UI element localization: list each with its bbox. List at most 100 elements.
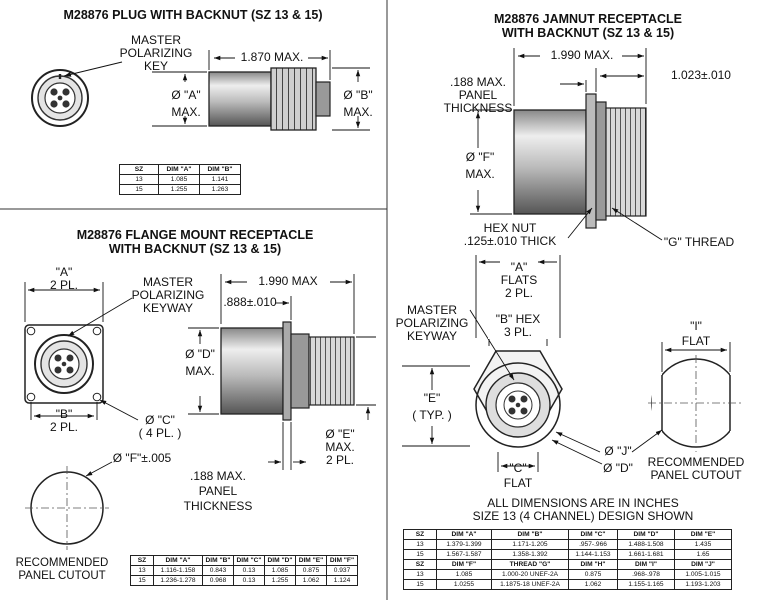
jamfront-master-keyway-label: MASTER POLARIZING KEYWAY (392, 303, 472, 344)
table-cell: 13 (130, 565, 154, 576)
jamnut-offset-dim: 1.023±.010 (671, 68, 731, 82)
jamnut-dim-table: SZ DIM "A" DIM "B" DIM "C" DIM "D" DIM "… (403, 529, 732, 590)
table-header-cell: DIM "A" (153, 555, 203, 566)
table-header-cell: DIM "H" (568, 559, 618, 570)
jamnut-hexnut-line1: HEX NUT (483, 221, 537, 235)
table-header-row: SZ DIM "A" DIM "B" DIM "C" DIM "D" DIM "… (403, 529, 732, 540)
jamfront-dim-b: "B" HEX 3 PL. (488, 312, 548, 340)
flange-dim-c-value: Ø "C" (145, 413, 175, 427)
table-header-cell: SZ (119, 164, 159, 175)
flange-panel-thickness: .188 MAX. PANEL THICKNESS (178, 469, 258, 514)
table-cell: 1.085 (264, 565, 296, 576)
jamnut-front-view (473, 350, 563, 448)
table-header-cell: DIM "A" (158, 164, 200, 175)
plug-dim-b: Ø "B" MAX. (334, 88, 382, 120)
flange-dim-d: Ø "D" MAX. (176, 347, 224, 379)
table-cell: 13 (403, 569, 437, 580)
table-header-cell: DIM "F" (326, 555, 358, 566)
table-header-cell: DIM "D" (617, 529, 675, 540)
table-cell: 1.0255 (436, 579, 492, 590)
table-cell: 13 (119, 174, 159, 185)
flange-dim-table: SZ DIM "A" DIM "B" DIM "C" DIM "D" DIM "… (130, 555, 358, 586)
jamfront-keyway-line1: MASTER (406, 303, 457, 317)
jamfront-dim-d: Ø "D" (603, 461, 633, 475)
table-header-cell: DIM "B" (199, 164, 241, 175)
plug-dim-b-max: MAX. (343, 105, 373, 120)
table-row: 15 1.0255 1.1875-18 UNEF-2A 1.062 1.155-… (403, 579, 732, 590)
jamfront-dim-a: "A" FLATS 2 PL. (494, 260, 544, 301)
jamfront-dim-i-value: "I" (690, 319, 702, 333)
jamnut-title-line1: M28876 JAMNUT RECEPTACLE (493, 12, 682, 26)
table-cell: 1.144-1.153 (568, 549, 618, 560)
table-cell: .957-.966 (568, 539, 618, 550)
jamnut-panel-line3: THICKNESS (443, 101, 513, 116)
table-cell: 0.13 (233, 575, 265, 586)
jamfront-dim-c-flat: FLAT (503, 476, 533, 491)
jamfront-dim-a-flats: FLATS (500, 273, 538, 288)
flange-title: M28876 FLANGE MOUNT RECEPTACLE WITH BACK… (60, 228, 330, 257)
table-cell: 1.255 (264, 575, 296, 586)
plug-front-view (31, 69, 89, 127)
flange-keyway-line1: MASTER (142, 275, 193, 289)
flange-offset-dim: .888±.010 (223, 295, 277, 309)
plug-dim-table: SZ DIM "A" DIM "B" 13 1.085 1.141 15 1.2… (119, 164, 241, 195)
flange-dim-a-count: 2 PL. (49, 278, 79, 293)
plug-dim-a-max: MAX. (171, 105, 201, 120)
jamfront-dim-i: "I" FLAT (678, 319, 714, 348)
table-header-row: SZ DIM "A" DIM "B" DIM "C" DIM "D" DIM "… (130, 555, 358, 566)
table-cell: 1.062 (295, 575, 327, 586)
jamfront-cutout-line1: RECOMMENDED (647, 455, 745, 469)
table-cell: 1.263 (199, 184, 241, 195)
jamnut-length-dim: 1.990 MAX. (550, 48, 614, 62)
flange-dim-e-max: MAX. (325, 440, 355, 455)
flange-dim-d-max: MAX. (185, 364, 215, 379)
flange-dim-a: "A" 2 PL. (42, 265, 86, 293)
flange-side-view (220, 321, 355, 421)
plug-master-key-label: MASTER POLARIZING KEY (118, 33, 194, 74)
dimension-notes: ALL DIMENSIONS ARE IN INCHES SIZE 13 (4 … (470, 496, 696, 523)
table-cell: 13 (403, 539, 437, 550)
jamnut-hexnut-label: HEX NUT .125±.010 THICK (452, 221, 568, 248)
flange-title-line1: M28876 FLANGE MOUNT RECEPTACLE (76, 228, 314, 242)
table-cell: 1.236-1.278 (153, 575, 203, 586)
table-header-cell: DIM "D" (264, 555, 296, 566)
flange-dim-a-value: "A" (55, 265, 73, 279)
table-cell: 1.124 (326, 575, 358, 586)
table-header-cell: DIM "E" (295, 555, 327, 566)
jamnut-title: M28876 JAMNUT RECEPTACLE WITH BACKNUT (S… (458, 12, 718, 41)
table-header-cell: DIM "C" (233, 555, 265, 566)
table-cell: 15 (119, 184, 159, 195)
table-cell: 1.488-1.508 (617, 539, 675, 550)
table-cell: 1.358-1.392 (491, 549, 569, 560)
table-header-cell: SZ (403, 559, 437, 570)
jamfront-dim-e: "E" ( TYP. ) (408, 391, 456, 423)
flange-panel-cutout (25, 466, 109, 550)
table-cell: 1.193-1.203 (674, 579, 732, 590)
flange-panel-line3: THICKNESS (183, 499, 253, 514)
flange-dim-b-value: "B" (55, 407, 73, 421)
table-cell: 0.875 (568, 569, 618, 580)
flange-front-view (24, 324, 104, 404)
plug-master-key-line1: MASTER (130, 33, 181, 47)
table-cell: 1.141 (199, 174, 241, 185)
table-header-cell: DIM "J" (674, 559, 732, 570)
flange-dim-e-value: Ø "E" (325, 427, 355, 441)
flange-dim-d-value: Ø "D" (185, 347, 215, 361)
jamnut-dim-f-max: MAX. (465, 167, 495, 182)
table-cell: 1.171-1.205 (491, 539, 569, 550)
flange-dim-e-count: 2 PL. (325, 453, 355, 468)
table-cell: 1.65 (674, 549, 732, 560)
table-header-cell: DIM "A" (436, 529, 492, 540)
jamfront-dim-e-value: "E" (423, 391, 441, 405)
jamnut-panel-thickness: .188 MAX. PANEL THICKNESS (440, 75, 516, 116)
jamfront-dim-c: "C" FLAT (498, 461, 538, 491)
table-cell: 1.255 (158, 184, 200, 195)
table-row: 13 1.116-1.158 0.843 0.13 1.085 0.875 0.… (130, 565, 358, 576)
table-row: 13 1.085 1.000-20 UNEF-2A 0.875 .968-.97… (403, 569, 732, 580)
table-cell: 1.155-1.165 (617, 579, 675, 590)
plug-dim-a: Ø "A" MAX. (162, 88, 210, 120)
table-header-row: SZ DIM "A" DIM "B" (119, 164, 241, 175)
flange-dim-c-count: ( 4 PL. ) (138, 426, 182, 441)
jamnut-panel-line1: .188 MAX. (449, 75, 507, 89)
table-cell: 1.062 (568, 579, 618, 590)
